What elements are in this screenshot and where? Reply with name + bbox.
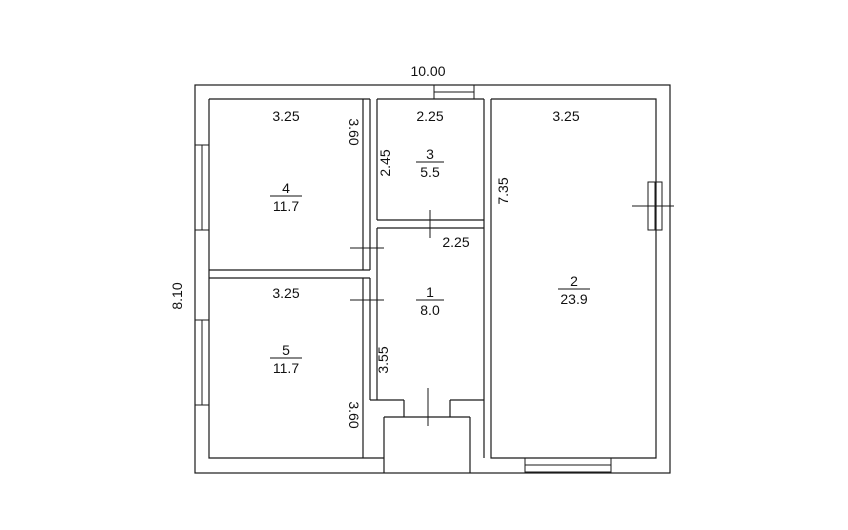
room3-width-label: 2.25 — [416, 108, 443, 124]
room4-area: 11.7 — [273, 198, 299, 214]
overall-width-label: 10.00 — [410, 63, 445, 79]
room3-number: 3 — [426, 146, 434, 162]
room3-height-label: 2.45 — [377, 149, 393, 176]
entrance-vestibule — [370, 399, 484, 473]
room2-height-label: 7.35 — [495, 177, 511, 204]
room3-area: 5.5 — [420, 164, 440, 180]
room5-number: 5 — [282, 342, 290, 358]
partition-room2-left — [483, 99, 492, 393]
room4-height-label: 3.60 — [346, 118, 362, 145]
room1-number: 1 — [426, 284, 434, 300]
room2-area: 23.9 — [560, 291, 587, 307]
overall-height-label: 8.10 — [169, 282, 185, 309]
partition-room4-room5 — [209, 269, 370, 279]
room1-height-label: 3.55 — [375, 346, 391, 373]
room5-width-label: 3.25 — [272, 285, 299, 301]
room2-width-label: 3.25 — [552, 108, 579, 124]
room1-area: 8.0 — [420, 302, 440, 318]
outer-wall-outline — [194, 84, 671, 474]
room4-number: 4 — [282, 180, 290, 196]
room5-area: 11.7 — [273, 360, 299, 376]
partition-left-wing — [362, 99, 371, 458]
room2-number: 2 — [570, 273, 578, 289]
inner-wall-outline — [208, 98, 657, 459]
room1-width-label: 2.25 — [442, 234, 469, 250]
room4-width-label: 3.25 — [272, 108, 299, 124]
room5-height-label: 3.60 — [346, 401, 362, 428]
